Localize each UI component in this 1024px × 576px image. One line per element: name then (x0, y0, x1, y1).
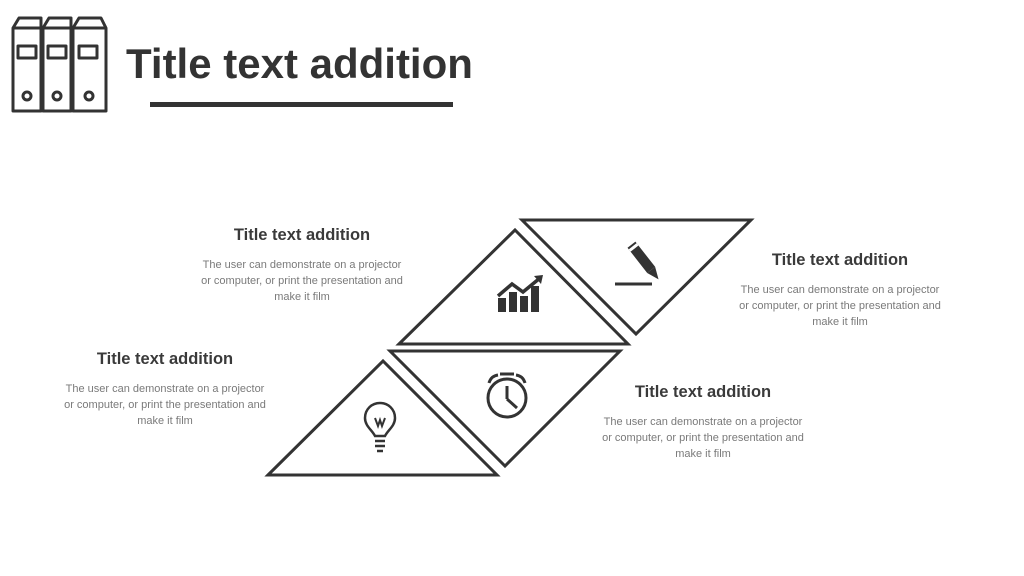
block-title: Title text addition (233, 226, 371, 244)
block-title: Title text addition (634, 383, 772, 401)
block-description: The user can demonstrate on a projector … (739, 284, 941, 328)
block-description: The user can demonstrate on a projector … (602, 416, 804, 460)
triangle-4 (386, 349, 624, 469)
page-title: Title text addition (126, 40, 473, 87)
lightbulb-icon (363, 401, 397, 453)
block-title: Title text addition (96, 350, 234, 368)
title-underline (150, 102, 453, 107)
block-title: Title text addition (771, 251, 909, 269)
triangle-2 (518, 218, 755, 337)
stopwatch-icon (486, 372, 528, 419)
text-block-growth: Title text addition The user can demonst… (172, 226, 432, 305)
binders-icon (11, 16, 108, 113)
block-description: The user can demonstrate on a projector … (201, 259, 403, 303)
growth-chart-icon (496, 275, 543, 312)
text-block-stopwatch: Title text addition The user can demonst… (573, 383, 833, 462)
text-block-lightbulb: Title text addition The user can demonst… (35, 350, 295, 429)
text-block-pencil: Title text addition The user can demonst… (710, 251, 970, 330)
triangle-3 (264, 358, 501, 477)
pencil-icon (615, 241, 659, 286)
block-description: The user can demonstrate on a projector … (64, 383, 266, 427)
